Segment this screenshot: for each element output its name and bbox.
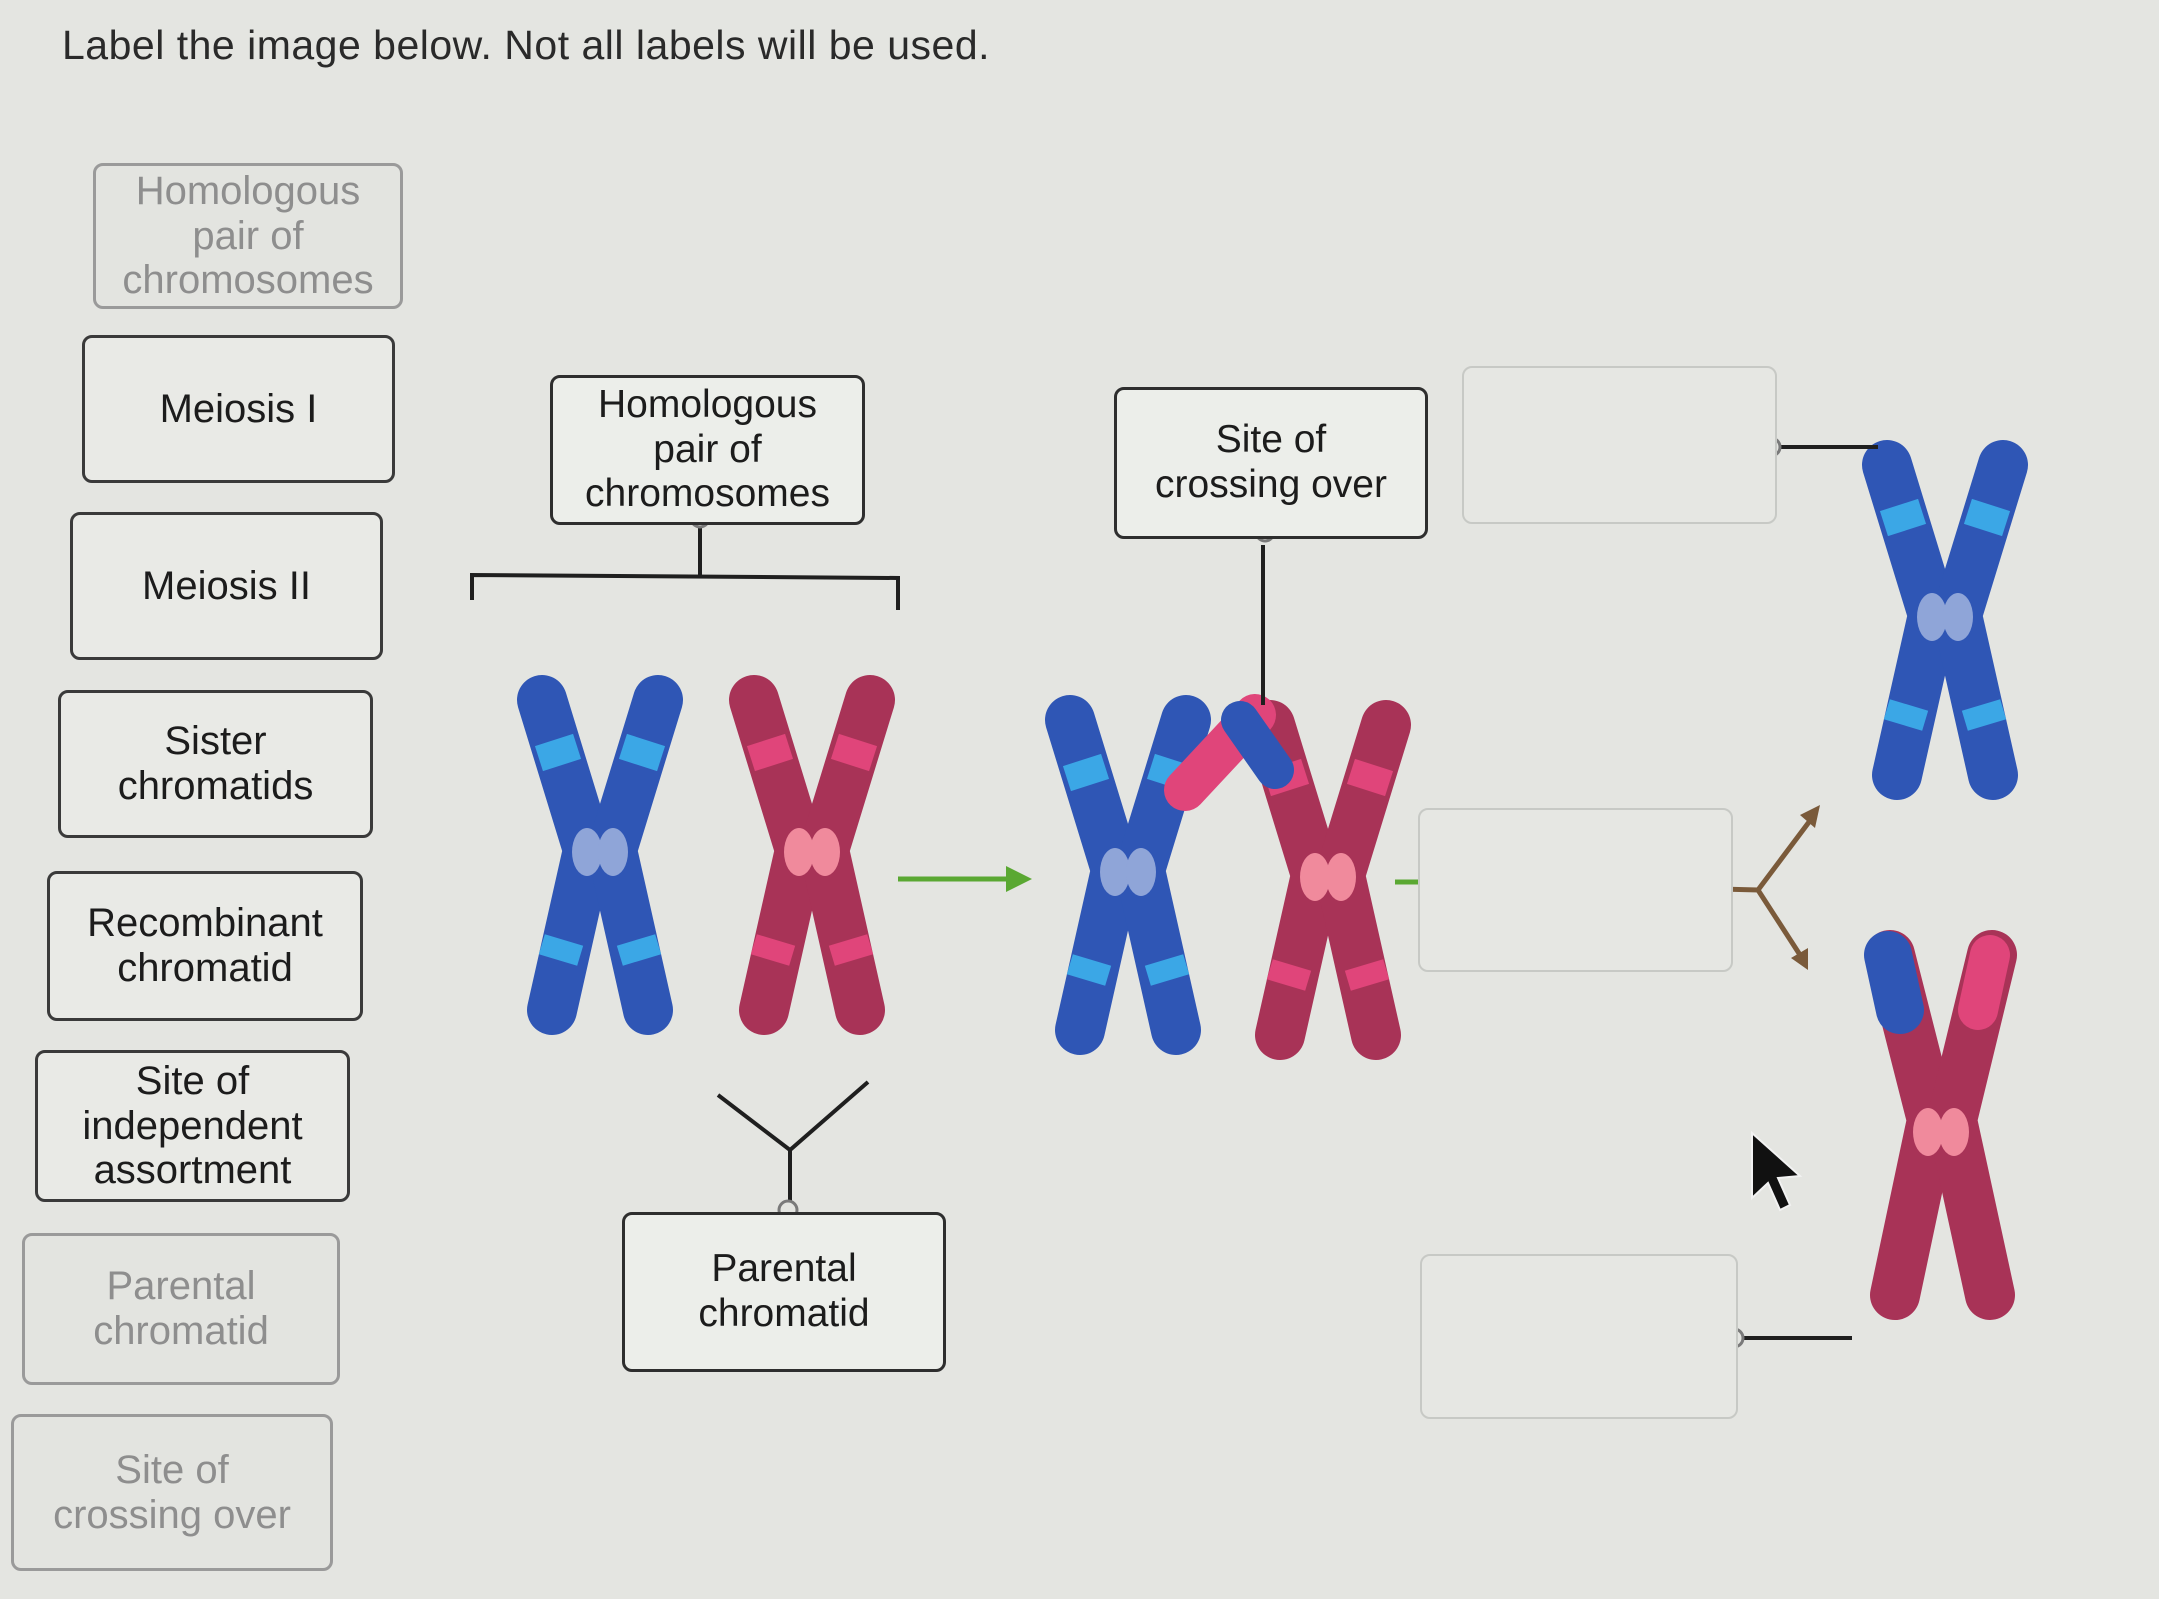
placed-label-crossing-over[interactable]: Site of crossing over <box>1114 387 1428 539</box>
placed-label-parental-chromatid[interactable]: Parental chromatid <box>622 1212 946 1372</box>
dropzone-top-right[interactable] <box>1462 366 1777 524</box>
placed-label-homologous-pair[interactable]: Homologous pair of chromosomes <box>550 375 865 525</box>
dropzone-bottom-right[interactable] <box>1420 1254 1738 1419</box>
dropzone-middle-right[interactable] <box>1418 808 1733 972</box>
